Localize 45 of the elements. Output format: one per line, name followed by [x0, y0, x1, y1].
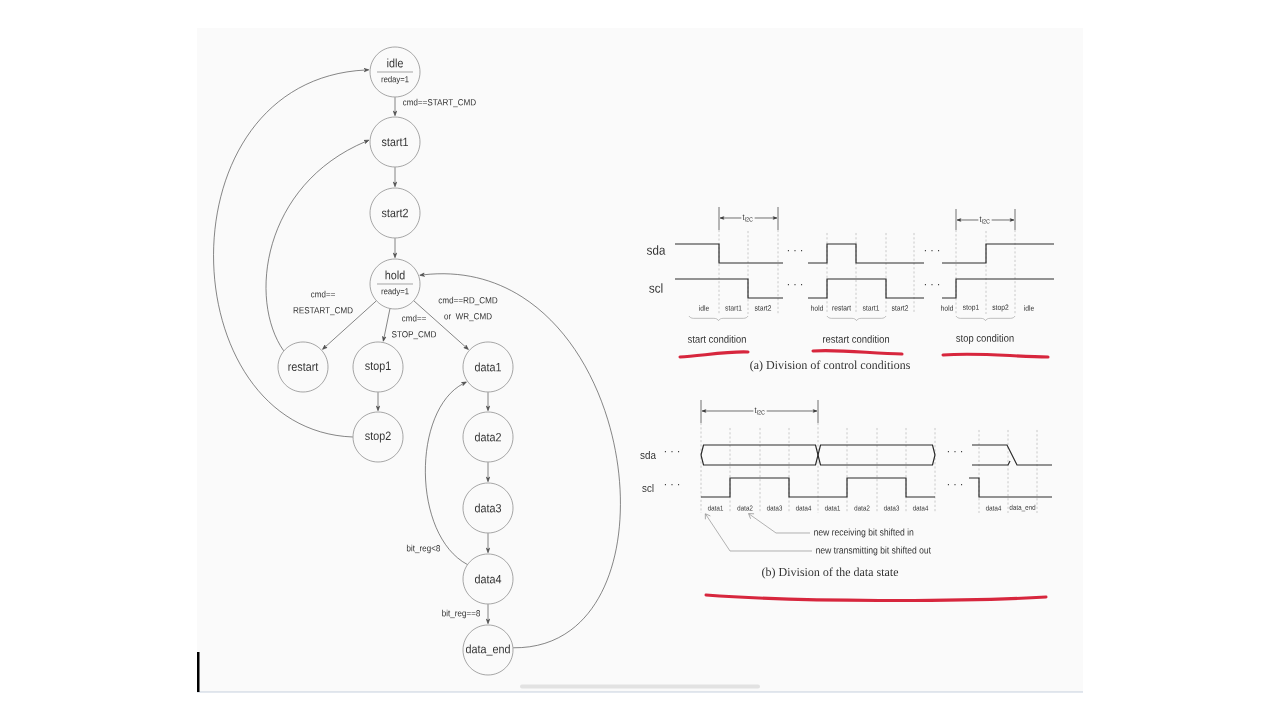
edge-label: cmd== STOP_CMD — [391, 314, 437, 340]
edge-label: bit_reg==8 — [442, 609, 481, 619]
transition-arrow — [322, 300, 377, 350]
signal-label: scl — [642, 483, 654, 493]
transition-arrow — [425, 381, 468, 565]
transition-arrow — [419, 272, 621, 649]
condition-label: restart condition — [823, 335, 889, 343]
ellipsis: · · · — [924, 250, 940, 252]
leader-line — [704, 513, 813, 552]
signal-label: sda — [640, 450, 656, 460]
transition-arrow — [213, 68, 370, 438]
dimension-label: t$_{I2C}$ — [978, 215, 992, 225]
dimension-label: t$_{I2C}$ — [741, 213, 755, 223]
transition-arrow — [393, 97, 397, 116]
ellipsis: · · · — [664, 451, 680, 453]
edge-label: cmd== RESTART_CMD — [293, 290, 353, 316]
ellipsis: · · · — [947, 484, 963, 486]
transition-arrow — [486, 462, 490, 482]
signal-label: sda — [646, 245, 666, 255]
edge-label: bit_reg<8 — [406, 544, 441, 554]
figure-caption: (a) Division of control conditions — [750, 360, 910, 372]
figure-caption: (b) Division of the data state — [762, 567, 899, 579]
transition-arrow — [486, 533, 490, 553]
ellipsis: · · · — [947, 451, 963, 453]
transition-arrow — [486, 392, 490, 411]
transition-arrow — [265, 139, 370, 352]
edge-label: cmd==START_CMD — [402, 98, 476, 108]
transition-arrow — [486, 604, 490, 624]
edge-label: cmd==RD_CMD or WR_CMD — [438, 296, 498, 322]
ellipsis: · · · — [787, 250, 803, 252]
annotation-text: new receiving bit shifted in — [814, 528, 914, 538]
transition-arrow — [376, 392, 380, 411]
transition-arrow — [382, 308, 391, 342]
ellipsis: · · · — [787, 284, 803, 286]
condition-label: stop condition — [956, 334, 1014, 344]
transition-arrow — [393, 238, 397, 258]
annotation-text: new transmitting bit shifted out — [816, 546, 931, 556]
ellipsis: · · · — [924, 284, 940, 286]
dimension-label: t$_{I2C}$ — [753, 406, 767, 416]
ellipsis: · · · — [664, 484, 680, 486]
condition-label: start condition — [687, 335, 746, 343]
signal-label: scl — [649, 283, 663, 293]
transition-arrow — [393, 167, 397, 187]
transition-arrow — [413, 300, 469, 350]
leader-line — [748, 513, 811, 534]
